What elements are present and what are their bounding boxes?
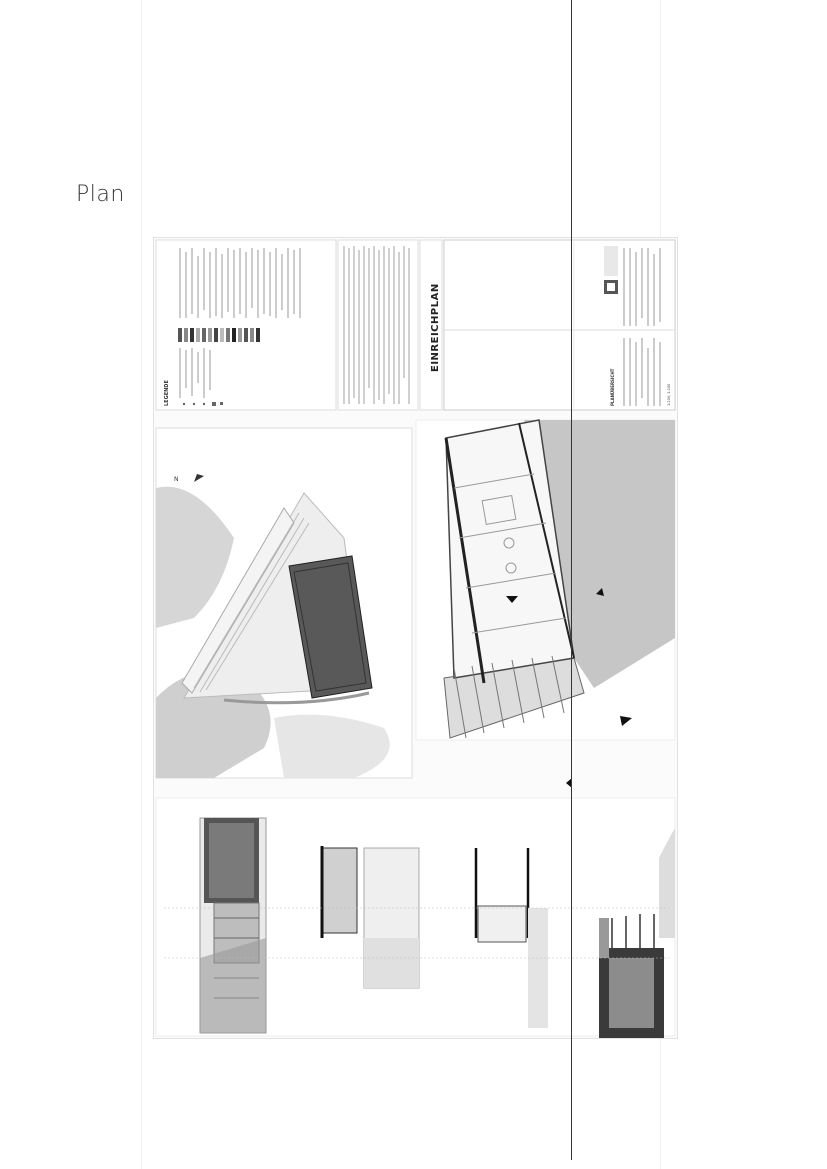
page-heading: Plan <box>76 182 125 207</box>
plan-title: EINREICHPLAN <box>430 283 441 372</box>
north-label: N <box>174 476 179 483</box>
legend-heading: LEGENDE <box>164 380 170 406</box>
company-logo-icon <box>604 246 618 294</box>
planinhalt-heading: PLANÜBERSICHT <box>610 368 615 406</box>
floor-plan <box>415 419 676 741</box>
notes-block <box>337 239 419 411</box>
scan-artifact-line <box>571 0 572 1160</box>
plan-drawing: LEGENDE <box>155 239 676 1038</box>
title-block-table: PLANÜBERSICHT 1:200, 1:100 <box>443 239 676 411</box>
north-arrow-icon: N <box>174 474 204 483</box>
architectural-plan-sheet: LEGENDE <box>153 237 678 1039</box>
page-crease-left <box>141 0 142 1169</box>
plan-title-block: EINREICHPLAN <box>419 239 443 411</box>
elevations-sections <box>155 778 676 1038</box>
site-plan: N <box>155 427 413 779</box>
scale-text: 1:200, 1:100 <box>667 384 671 406</box>
legend-block: LEGENDE <box>155 239 337 411</box>
